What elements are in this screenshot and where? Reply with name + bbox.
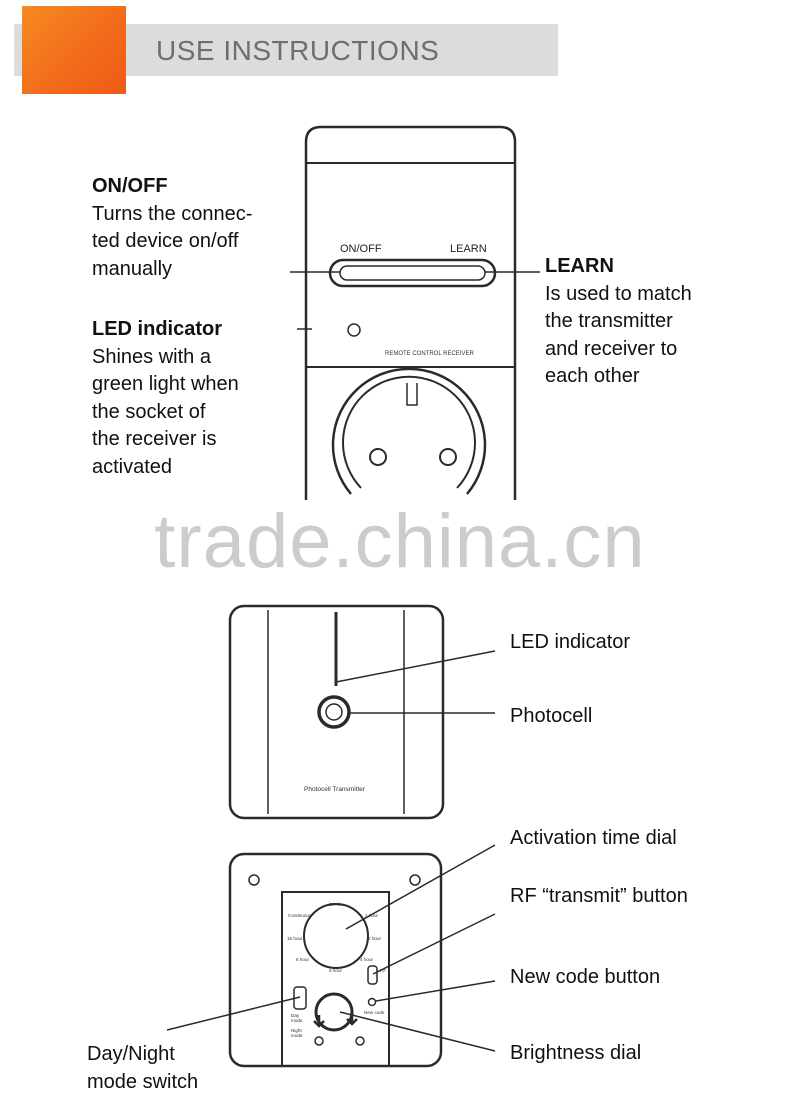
daynight-small-line: mode — [291, 1033, 303, 1038]
daynight-callout-line — [166, 996, 301, 1031]
tx-photocell-label: Photocell — [510, 705, 593, 727]
transmitter-back-outline — [228, 852, 443, 1068]
socket-earth-clip — [406, 383, 418, 406]
onoff-desc-line: Turns the connec- — [92, 202, 253, 225]
screw-left — [248, 874, 260, 886]
onoff-title: ON/OFF — [92, 175, 168, 197]
tx-rf-label: RF “transmit” button — [510, 885, 688, 907]
rf-transmit-button — [367, 965, 378, 985]
tx-newcode-label: New code button — [510, 966, 661, 988]
rf-callout-line — [372, 913, 496, 975]
onoff-desc-line: manually — [92, 257, 173, 280]
dial-2hour: 2 hour — [368, 936, 381, 941]
socket-outer — [331, 367, 487, 495]
dial-continuous: Continuous — [288, 913, 312, 918]
led-desc-line: the receiver is — [92, 428, 217, 450]
receiver-drawing: ON/OFF LEARN REMOTE CONTROL RECEIVER — [290, 125, 540, 500]
photocell-outer — [317, 695, 351, 729]
onoff-desc-line: ted device on/off — [92, 230, 239, 252]
transmitter-drawing: Photocell Transmitter 30 min Continuous … — [166, 604, 496, 1068]
new-code-button — [367, 997, 377, 1007]
onoff-learn-switch — [328, 258, 497, 288]
device-receiver-label: REMOTE CONTROL RECEIVER — [385, 351, 474, 357]
daynight-small-line: Day — [291, 1013, 300, 1018]
header-accent-block — [22, 6, 126, 94]
led-title: LED indicator — [92, 318, 223, 340]
learn-description-block: LEARN Is used to match the transmitter a… — [545, 253, 692, 391]
dial-6hour: 6 hour — [329, 968, 342, 973]
receiver-outline — [304, 125, 517, 500]
watermark: trade.china.cn — [154, 499, 646, 584]
led-desc-line: green light when — [92, 373, 239, 395]
tx-daynight-block: Day/Night mode switch — [87, 1041, 198, 1096]
brightness-arrow-left — [313, 1015, 325, 1028]
page-title: USE INSTRUCTIONS — [156, 35, 440, 66]
control-panel — [281, 891, 390, 1067]
newcode-small-label: New code — [364, 1010, 385, 1015]
rf-small-label: RF — [380, 968, 386, 973]
dial-8hour: 8 hour — [296, 957, 309, 962]
tx-activation-label: Activation time dial — [510, 827, 677, 849]
transmitter-front-outline — [228, 604, 445, 820]
led-desc-line: the socket of — [92, 400, 206, 423]
learn-desc-line: and receiver to — [545, 337, 678, 360]
tx-daynight-line: Day/Night — [87, 1043, 175, 1065]
socket-inner — [342, 375, 476, 489]
daynight-small-line: Night — [291, 1028, 302, 1033]
photocell-transmitter-label: Photocell Transmitter — [304, 786, 366, 793]
switch-inner — [339, 265, 486, 281]
hole-right — [355, 1036, 365, 1046]
led-desc-line: Shines with a — [92, 345, 211, 368]
newcode-callout-line — [375, 980, 496, 1002]
device-onoff-label: ON/OFF — [340, 243, 382, 255]
dial-4hour: 4 hour — [360, 957, 373, 962]
activation-callout-line — [345, 844, 496, 930]
learn-desc-line: the transmitter — [545, 310, 673, 332]
socket-pin-right — [439, 448, 457, 466]
led-desc-line: activated — [92, 455, 173, 478]
learn-desc-line: each other — [545, 365, 640, 387]
hole-left — [314, 1036, 324, 1046]
brightness-dial — [314, 992, 354, 1032]
led-description-block: LED indicator Shines with a green light … — [92, 316, 239, 481]
tx-led-label: LED indicator — [510, 631, 631, 653]
learn-desc-line: Is used to match — [545, 282, 692, 305]
tx-daynight-line: mode switch — [87, 1070, 199, 1093]
onoff-description-block: ON/OFF Turns the connec- ted device on/o… — [92, 173, 252, 283]
led-callout-line — [335, 650, 496, 683]
dial-16hour: 16 hour — [287, 936, 303, 941]
learn-title: LEARN — [545, 255, 614, 277]
daynight-small-line: mode — [291, 1018, 303, 1023]
led-indicator-icon — [347, 323, 361, 337]
dial-30min: 30 min — [329, 902, 343, 907]
screw-right — [409, 874, 421, 886]
device-learn-label: LEARN — [450, 243, 487, 255]
socket-pin-left — [369, 448, 387, 466]
photocell-inner — [325, 703, 343, 721]
tx-brightness-label: Brightness dial — [510, 1042, 642, 1064]
brightness-callout-line — [339, 1011, 496, 1052]
activation-time-dial — [303, 903, 369, 969]
dial-1hour: 1 hour — [365, 913, 378, 918]
